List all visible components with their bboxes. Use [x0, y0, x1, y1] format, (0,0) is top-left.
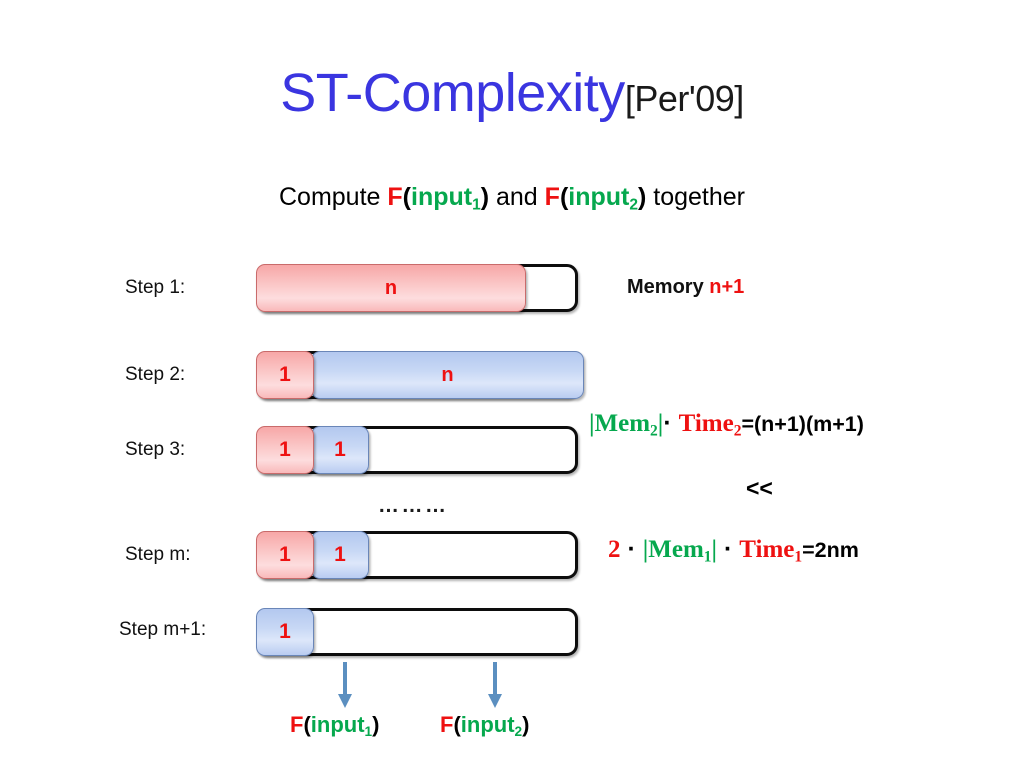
formula-upper-mem-close-bar: | [657, 410, 664, 437]
formula-lower-time-subscript: 1 [794, 548, 803, 566]
subtitle-f1-subscript: 1 [472, 196, 481, 214]
output-1-f-symbol: F [290, 712, 304, 737]
memory-label: Memory [627, 276, 704, 298]
subtitle-f2-argument: input [568, 183, 630, 211]
memory-cell-pink-step-2: 1 [256, 351, 314, 399]
memory-cell-blue-step-m: 1 [311, 531, 369, 579]
formula-upper-time-name: Time [678, 410, 734, 437]
formula-lower-dot-second: · [724, 535, 733, 563]
memory-bar-step-m: 1 1 [256, 531, 578, 579]
formula-upper-mem-name: Mem [594, 410, 651, 437]
step-label-m-plus-1: Step m+1: [119, 619, 207, 640]
output-2-subscript: 2 [514, 723, 523, 739]
output-arrow-1-icon [334, 662, 356, 710]
subtitle-f2-subscript: 2 [629, 196, 638, 214]
memory-cell-label: 1 [334, 543, 346, 566]
formula-lower-mem-subscript: 1 [703, 548, 712, 566]
memory-cell-label: 1 [279, 620, 291, 643]
steps-ellipsis: ……… [378, 494, 449, 517]
step-label-1: Step 1: [125, 277, 186, 298]
memory-cell-pink-step-3: 1 [256, 426, 314, 474]
subtitle-f2-symbol: F [544, 183, 560, 211]
memory-cell-pink-step-1: n [256, 264, 526, 312]
memory-cell-label: 1 [279, 363, 291, 386]
memory-cell-label: n [384, 276, 398, 299]
formula-lower: 2 · |Mem1| · Time1=2nm [608, 535, 859, 566]
step-label-m: Step m: [125, 544, 191, 565]
memory-cell-label: 1 [279, 543, 291, 566]
step-label-3: Step 3: [125, 439, 186, 460]
formula-upper-mem-subscript: 2 [650, 422, 658, 440]
output-label-2: F(input2) [440, 712, 529, 739]
output-arrow-2-icon [484, 662, 506, 710]
formula-lower-coefficient: 2 [608, 536, 621, 563]
formula-lower-mem-close-bar: | [711, 536, 718, 563]
subtitle-line: Compute F(input1) and F(input2) together [0, 183, 1024, 214]
formula-lower-dot-first: · [627, 535, 636, 563]
subtitle-prefix: Compute [279, 183, 388, 211]
formula-upper-time-subscript: 2 [733, 422, 742, 440]
formula-upper-result: =(n+1)(m+1) [741, 412, 864, 436]
subtitle-suffix: together [646, 183, 745, 211]
subtitle-f1-open-paren: ( [402, 183, 411, 211]
subtitle-conjunction: and [489, 183, 545, 211]
memory-cell-label: n [441, 363, 454, 386]
output-2-close-paren: ) [522, 712, 530, 737]
formula-upper-mem-open-bar: | [589, 410, 595, 437]
formula-comparator: << [746, 475, 773, 501]
output-1-close-paren: ) [372, 712, 380, 737]
output-2-f-symbol: F [440, 712, 454, 737]
page-title: ST-Complexity[Per'09] [0, 62, 1024, 124]
formula-lower-mem-name: Mem [648, 536, 704, 563]
memory-bar-step-3: 1 1 [256, 426, 578, 474]
title-citation: [Per'09] [624, 78, 744, 119]
memory-bar-step-1: n [256, 264, 578, 312]
step-label-2: Step 2: [125, 364, 186, 385]
output-1-open-paren: ( [303, 712, 311, 737]
output-2-argument: input [460, 712, 515, 737]
output-2-open-paren: ( [453, 712, 461, 737]
memory-annotation: Memory n+1 [627, 276, 744, 299]
output-1-subscript: 1 [364, 723, 373, 739]
memory-cell-blue-step-3: 1 [311, 426, 369, 474]
memory-bar-step-2: n 1 [256, 351, 584, 399]
formula-upper: |Mem2|· Time2=(n+1)(m+1) [589, 409, 864, 440]
formula-lower-result: =2nm [802, 538, 859, 562]
memory-cell-blue-step-2: n [311, 351, 584, 399]
memory-cell-pink-step-m: 1 [256, 531, 314, 579]
subtitle-f1-argument: input [411, 183, 473, 211]
title-main-text: ST-Complexity [280, 63, 625, 123]
subtitle-f2-close-paren: ) [637, 183, 647, 211]
subtitle-f1-close-paren: ) [480, 183, 490, 211]
memory-cell-label: 1 [334, 438, 346, 461]
formula-upper-dot: · [663, 409, 672, 437]
subtitle-f2-open-paren: ( [559, 183, 569, 211]
memory-bar-step-m-plus-1: 1 [256, 608, 578, 656]
memory-cell-blue-step-m-plus-1: 1 [256, 608, 314, 656]
memory-value: n+1 [709, 276, 745, 298]
formula-lower-time-name: Time [739, 536, 795, 563]
memory-cell-label: 1 [279, 438, 291, 461]
output-label-1: F(input1) [290, 712, 379, 739]
output-1-argument: input [310, 712, 365, 737]
formula-lower-mem-open-bar: | [642, 536, 649, 563]
subtitle-f1-symbol: F [387, 183, 403, 211]
